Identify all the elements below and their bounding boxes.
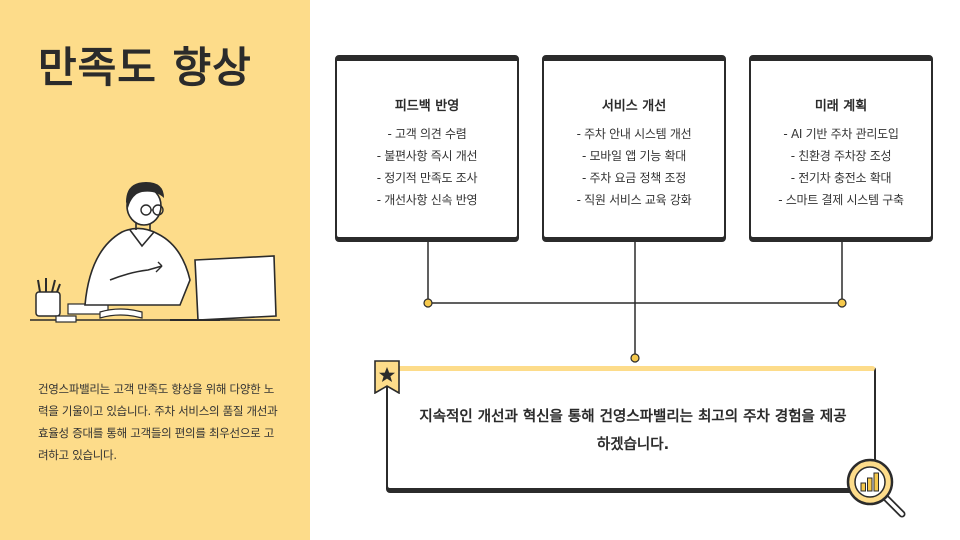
list-item: - AI 기반 주차 관리도입 xyxy=(783,127,899,141)
list-item: - 주차 안내 시스템 개선 xyxy=(576,127,692,141)
magnifier-chart-icon xyxy=(846,458,906,518)
card-title: 피드백 반영 xyxy=(394,99,460,114)
list-item: - 스마트 결제 시스템 구축 xyxy=(778,193,904,207)
man-with-laptop-icon xyxy=(30,182,280,323)
list-item: - 전기차 충전소 확대 xyxy=(790,171,892,185)
card-title: 미래 계획 xyxy=(814,99,868,114)
connector-dot xyxy=(837,298,847,308)
card-service-improvement: 서비스 개선 - 주차 안내 시스템 개선 - 모바일 앱 기능 확대 - 주차… xyxy=(542,55,726,239)
list-item: - 불편사항 즉시 개선 xyxy=(376,149,478,163)
card-list: - 고객 의견 수렴 - 불편사항 즉시 개선 - 정기적 만족도 조사 - 개… xyxy=(337,123,517,211)
summary-box: 지속적인 개선과 혁신을 통해 건영스파밸리는 최고의 주차 경험을 제공하겠습… xyxy=(386,366,876,490)
list-item: - 주차 요금 정책 조정 xyxy=(581,171,686,185)
card-feedback: 피드백 반영 - 고객 의견 수렴 - 불편사항 즉시 개선 - 정기적 만족도… xyxy=(335,55,519,239)
summary-text: 지속적인 개선과 혁신을 통해 건영스파밸리는 최고의 주차 경험을 제공하겠습… xyxy=(419,409,847,453)
card-list: - AI 기반 주차 관리도입 - 친환경 주차장 조성 - 전기차 충전소 확… xyxy=(751,123,931,211)
card-list: - 주차 안내 시스템 개선 - 모바일 앱 기능 확대 - 주차 요금 정책 … xyxy=(544,123,724,211)
page-title: 만족도 향상 xyxy=(38,43,252,92)
connector-dot xyxy=(630,353,640,363)
list-item: - 개선사항 신속 반영 xyxy=(376,193,478,207)
card-title: 서비스 개선 xyxy=(601,99,667,114)
list-item: - 모바일 앱 기능 확대 xyxy=(581,149,686,163)
card-future-plan: 미래 계획 - AI 기반 주차 관리도입 - 친환경 주차장 조성 - 전기차… xyxy=(749,55,933,239)
star-icon xyxy=(374,360,400,394)
connector-dot xyxy=(423,298,433,308)
list-item: - 친환경 주차장 조성 xyxy=(790,149,892,163)
slide-description: 건영스파밸리는 고객 만족도 향상을 위해 다양한 노력을 기울이고 있습니다.… xyxy=(38,382,278,462)
list-item: - 직원 서비스 교육 강화 xyxy=(576,193,692,207)
list-item: - 정기적 만족도 조사 xyxy=(376,171,478,185)
list-item: - 고객 의견 수렴 xyxy=(387,127,467,141)
